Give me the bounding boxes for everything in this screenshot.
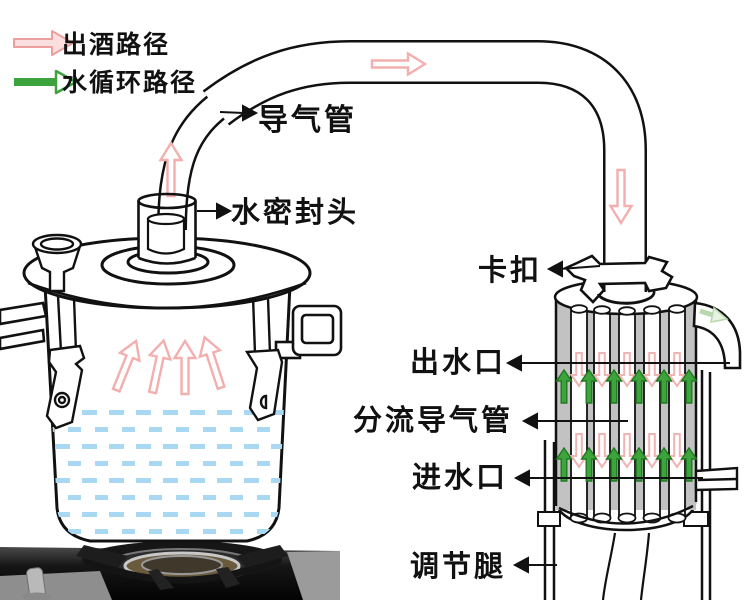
burner-grate-arms [76, 545, 288, 590]
pipe-opening-front [596, 290, 656, 305]
water-path-arrow [14, 78, 56, 86]
legend-water-path-label: 水循环路径 [62, 68, 197, 97]
label-water-outlet: 出水口 [410, 346, 506, 379]
water-outlet-leader [505, 354, 730, 372]
legend: 出酒路径 水循环路径 [13, 30, 197, 97]
part-labels: 导气管 水密封头 卡扣 出水口 分流导气管 进水口 调节腿 [231, 104, 542, 583]
pot-handle-left [0, 301, 48, 351]
buckle-leader [546, 260, 601, 278]
label-adjustable-legs: 调节腿 [410, 550, 506, 583]
water-inlet-pipe [694, 466, 739, 492]
boiler-pot [0, 201, 343, 543]
wine-path-arrow [13, 30, 74, 56]
pot-lid [22, 236, 312, 310]
label-gas-pipe: 导气管 [258, 104, 357, 137]
pot-water [45, 398, 290, 541]
legs-leader [512, 556, 557, 574]
legend-wine-path-label: 出酒路径 [62, 31, 170, 59]
label-water-inlet: 进水口 [412, 461, 508, 494]
water-path-arrow-head [54, 69, 78, 95]
pot-clasp-right [244, 295, 284, 422]
label-water-seal-head: 水密封头 [231, 195, 359, 229]
condenser [537, 278, 742, 600]
split-gas-tubes [569, 299, 687, 524]
tube-top-openings [570, 304, 686, 316]
water-inlet-leader [513, 469, 703, 487]
pot-clasp-left [45, 295, 86, 430]
leader-lines [197, 104, 730, 574]
label-buckle: 卡扣 [478, 254, 542, 287]
split-pipes-leader [521, 412, 628, 430]
label-split-gas-pipes: 分流导气管 [353, 403, 513, 437]
gas-pipe-leader [219, 104, 259, 122]
gas-stove [0, 541, 340, 600]
stove-knob [22, 567, 52, 600]
water-flow-arrow [710, 306, 729, 323]
lid-funnel [31, 233, 83, 293]
water-outlet-spout [692, 301, 742, 370]
water-seal-head [137, 192, 197, 265]
seal-head-leader [197, 202, 233, 220]
pot-handle-right [274, 304, 343, 360]
